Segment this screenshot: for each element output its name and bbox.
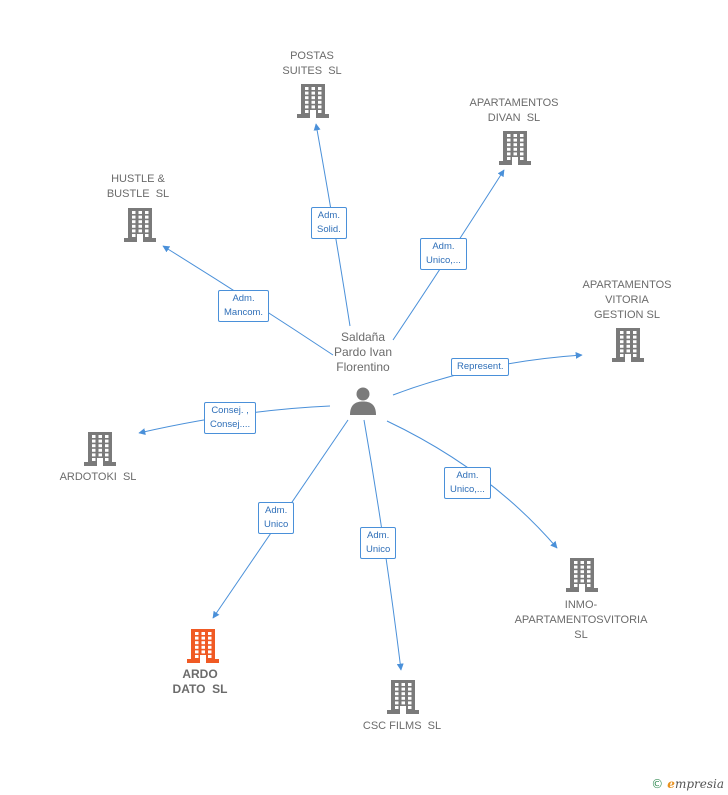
company-label-divan[interactable]: APARTAMENTOS DIVAN SL: [469, 97, 559, 124]
edge-label-hustle[interactable]: Adm. Mancom.: [218, 290, 270, 322]
edge-label-inmo[interactable]: Adm. Unico,...: [444, 467, 491, 499]
building-icon-hustle[interactable]: [124, 208, 156, 247]
edge-label-ardotoki[interactable]: Consej. , Consej....: [204, 402, 257, 434]
building-icon-csc[interactable]: [387, 680, 419, 719]
company-label-ardotoki[interactable]: ARDOTOKI SL: [59, 471, 137, 483]
company-label-postas[interactable]: POSTAS SUITES SL: [282, 50, 342, 77]
center-person[interactable]: [347, 385, 379, 417]
person-icon: [350, 387, 376, 415]
company-label-csc[interactable]: CSC FILMS SL: [362, 720, 442, 732]
company-label-ardodato[interactable]: ARDO DATO SL: [172, 667, 228, 696]
company-label-inmo[interactable]: INMO- APARTAMENTOSVITORIA SL: [514, 599, 648, 641]
copyright-icon: ©: [651, 777, 664, 791]
building-icon-divan[interactable]: [499, 131, 531, 170]
building-icon-ardodato[interactable]: [187, 629, 219, 668]
edge-label-vitoria[interactable]: Represent.: [451, 358, 510, 376]
company-label-vitoria[interactable]: APARTAMENTOS VITORIA GESTION SL: [582, 279, 672, 321]
edge-label-csc[interactable]: Adm. Unico: [360, 527, 397, 559]
building-icon-inmo[interactable]: [566, 558, 598, 597]
edge-label-ardodato[interactable]: Adm. Unico: [258, 502, 295, 534]
brand-watermark: ©empresia: [651, 777, 724, 791]
edge-label-postas[interactable]: Adm. Solid.: [311, 207, 347, 239]
company-label-hustle[interactable]: HUSTLE & BUSTLE SL: [106, 173, 170, 200]
center-person-name: Saldaña Pardo Ivan Florentino: [333, 330, 393, 374]
edge-label-divan[interactable]: Adm. Unico,...: [420, 238, 467, 270]
building-icon-ardotoki[interactable]: [84, 432, 116, 471]
brand-name: mpresia: [674, 777, 724, 791]
building-icon-postas[interactable]: [297, 84, 329, 123]
brand-initial: e: [667, 777, 675, 791]
building-icon-vitoria[interactable]: [612, 328, 644, 367]
